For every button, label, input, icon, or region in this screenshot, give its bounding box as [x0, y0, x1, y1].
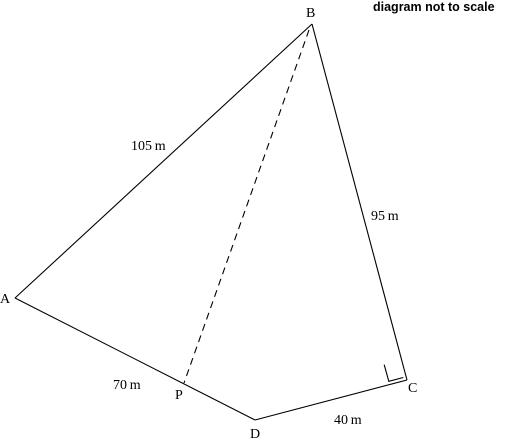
length-label-bc: 95 m: [371, 209, 399, 224]
vertex-label-c: C: [408, 381, 417, 396]
right-angle-marker: [383, 364, 404, 382]
vertex-label-d: D: [250, 427, 260, 440]
vertex-label-b: B: [306, 6, 315, 21]
side-da: [14, 297, 256, 421]
not-to-scale-note: diagram not to scale: [373, 0, 495, 14]
side-ab: [14, 23, 313, 299]
length-label-ap: 70 m: [113, 378, 141, 393]
vertex-label-a: A: [0, 292, 11, 307]
side-cd: [254, 379, 408, 421]
vertex-label-p: P: [175, 388, 183, 403]
dashed-line-bp: [183, 29, 310, 384]
side-bc: [311, 23, 408, 381]
length-label-ab: 105 m: [131, 139, 166, 154]
length-label-cd: 40 m: [334, 413, 362, 428]
